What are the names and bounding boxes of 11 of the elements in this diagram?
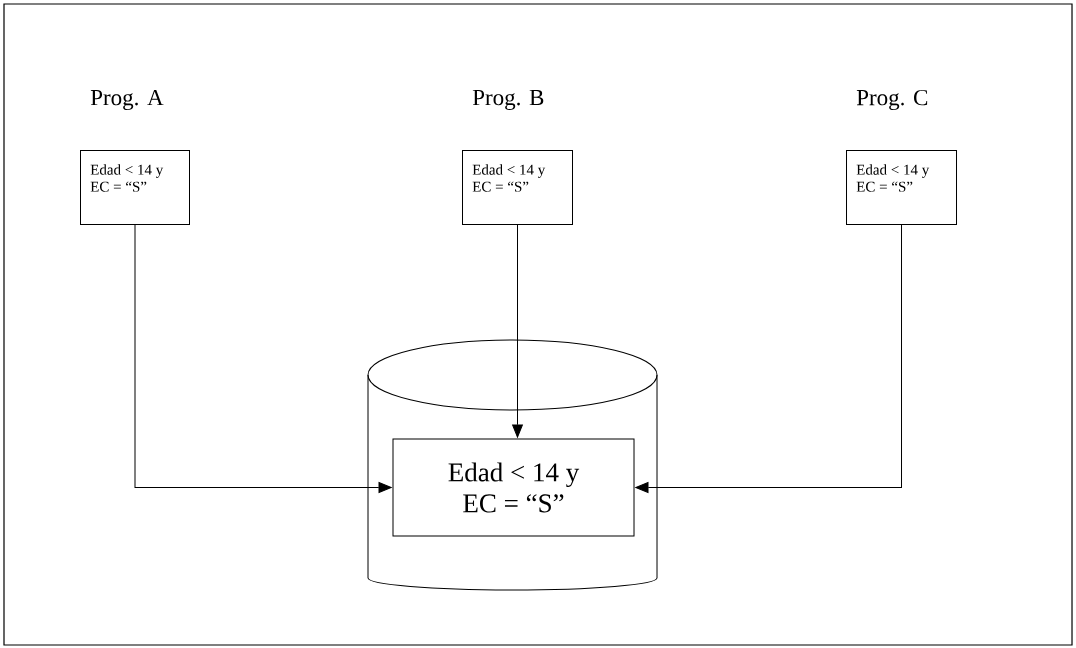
database-cylinder	[367, 339, 658, 591]
arrow	[635, 224, 902, 493]
record-box: Edad < 14 y EC = “S”	[392, 438, 635, 537]
program-box: Edad < 14 y EC = “S”	[462, 150, 573, 225]
arrow	[512, 224, 523, 438]
program-box: Edad < 14 y EC = “S”	[846, 150, 957, 225]
program-heading: Prog. A	[90, 89, 164, 111]
program-box: Edad < 14 y EC = “S”	[80, 150, 190, 225]
arrow	[134, 224, 392, 493]
program-heading: Prog. B	[472, 90, 544, 110]
program-heading: Prog. C	[856, 89, 928, 111]
